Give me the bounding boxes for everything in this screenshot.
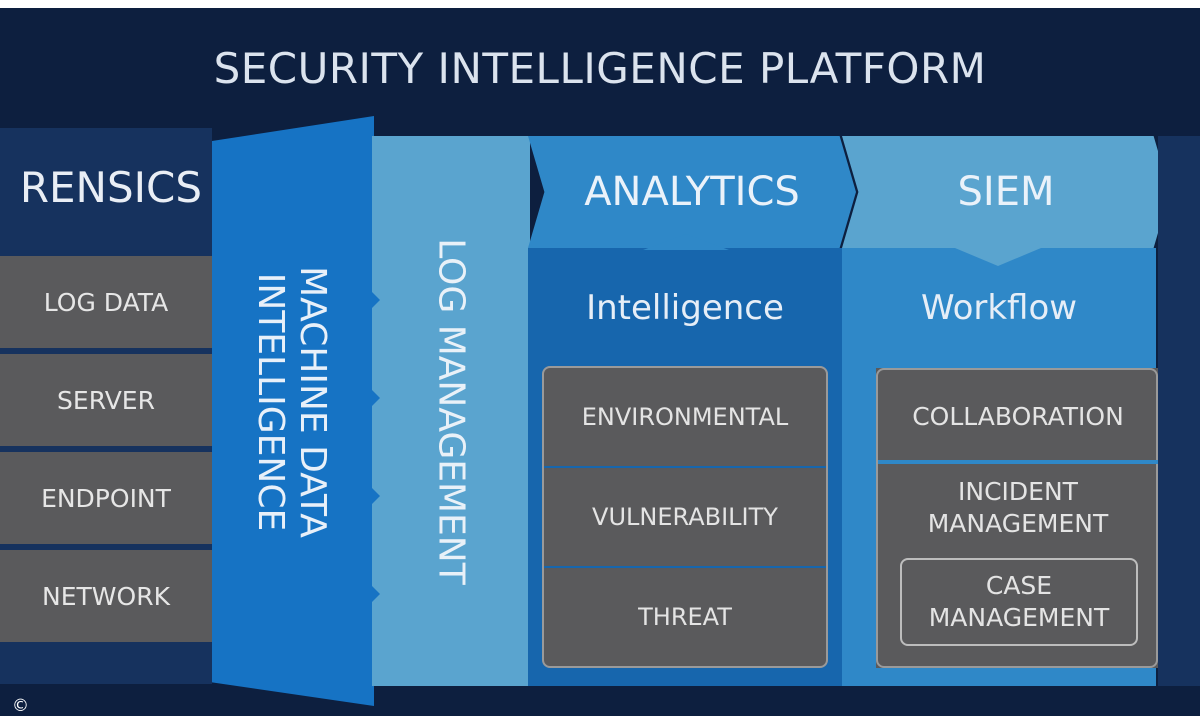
siem-header: SIEM [842,136,1170,248]
incident-line2: MANAGEMENT [927,509,1109,538]
machine-data-label: MACHINE DATA INTELLIGENCE [226,246,356,558]
siem-item-case-management: CASE MANAGEMENT [900,558,1138,646]
forensics-item-server: SERVER [0,354,226,446]
chevron-right-icon [370,290,380,310]
case-line1: CASE [985,571,1053,600]
machine-data-line1: MACHINE DATA [292,266,333,538]
machine-data-band [212,116,374,706]
forensics-item-endpoint: ENDPOINT [0,452,226,544]
siem-box-border [876,368,1158,668]
forensics-header [0,128,212,246]
siem-box [876,368,1172,668]
chevron-right-icon [370,584,380,604]
log-management-band [372,136,530,686]
platform-title: SECURITY INTELLIGENCE PLATFORM [213,44,987,93]
chevron-right-icon [370,486,380,506]
log-management-label-wrap: LOG MANAGEMENT [372,196,530,626]
intelligence-label: Intelligence [586,288,784,328]
copyright-symbol: © [12,696,29,716]
forensics-title: RENSICS [19,163,202,212]
case-line2: MANAGEMENT [928,603,1110,632]
analytics-item-environmental: ENVIRONMENTAL [544,368,826,468]
right-column-edge [1158,136,1200,686]
workflow-label: Workflow [920,288,1078,328]
siem-item-incident-management: INCIDENT MANAGEMENT [880,476,1156,540]
analytics-item-threat: THREAT [638,603,732,631]
siem-item-collaboration: COLLABORATION [912,401,1124,431]
analytics-box: ENVIRONMENTAL VULNERABILITY THREAT [542,366,828,668]
forensics-column: LOG DATA SERVER ENDPOINT NETWORK [0,244,226,684]
chevron-right-icon [370,388,380,408]
log-management-label: LOG MANAGEMENT [430,237,472,585]
incident-line1: INCIDENT [958,477,1078,506]
siem-divider [878,460,1158,464]
forensics-item-network: NETWORK [0,550,226,642]
security-platform-diagram: SECURITY INTELLIGENCE PLATFORM RENSICS L… [0,8,1200,716]
analytics-item-vulnerability: VULNERABILITY [544,468,826,568]
analytics-header: ANALYTICS [528,136,856,248]
forensics-item-log-data: LOG DATA [0,256,226,348]
machine-data-line2: INTELLIGENCE [250,272,291,532]
